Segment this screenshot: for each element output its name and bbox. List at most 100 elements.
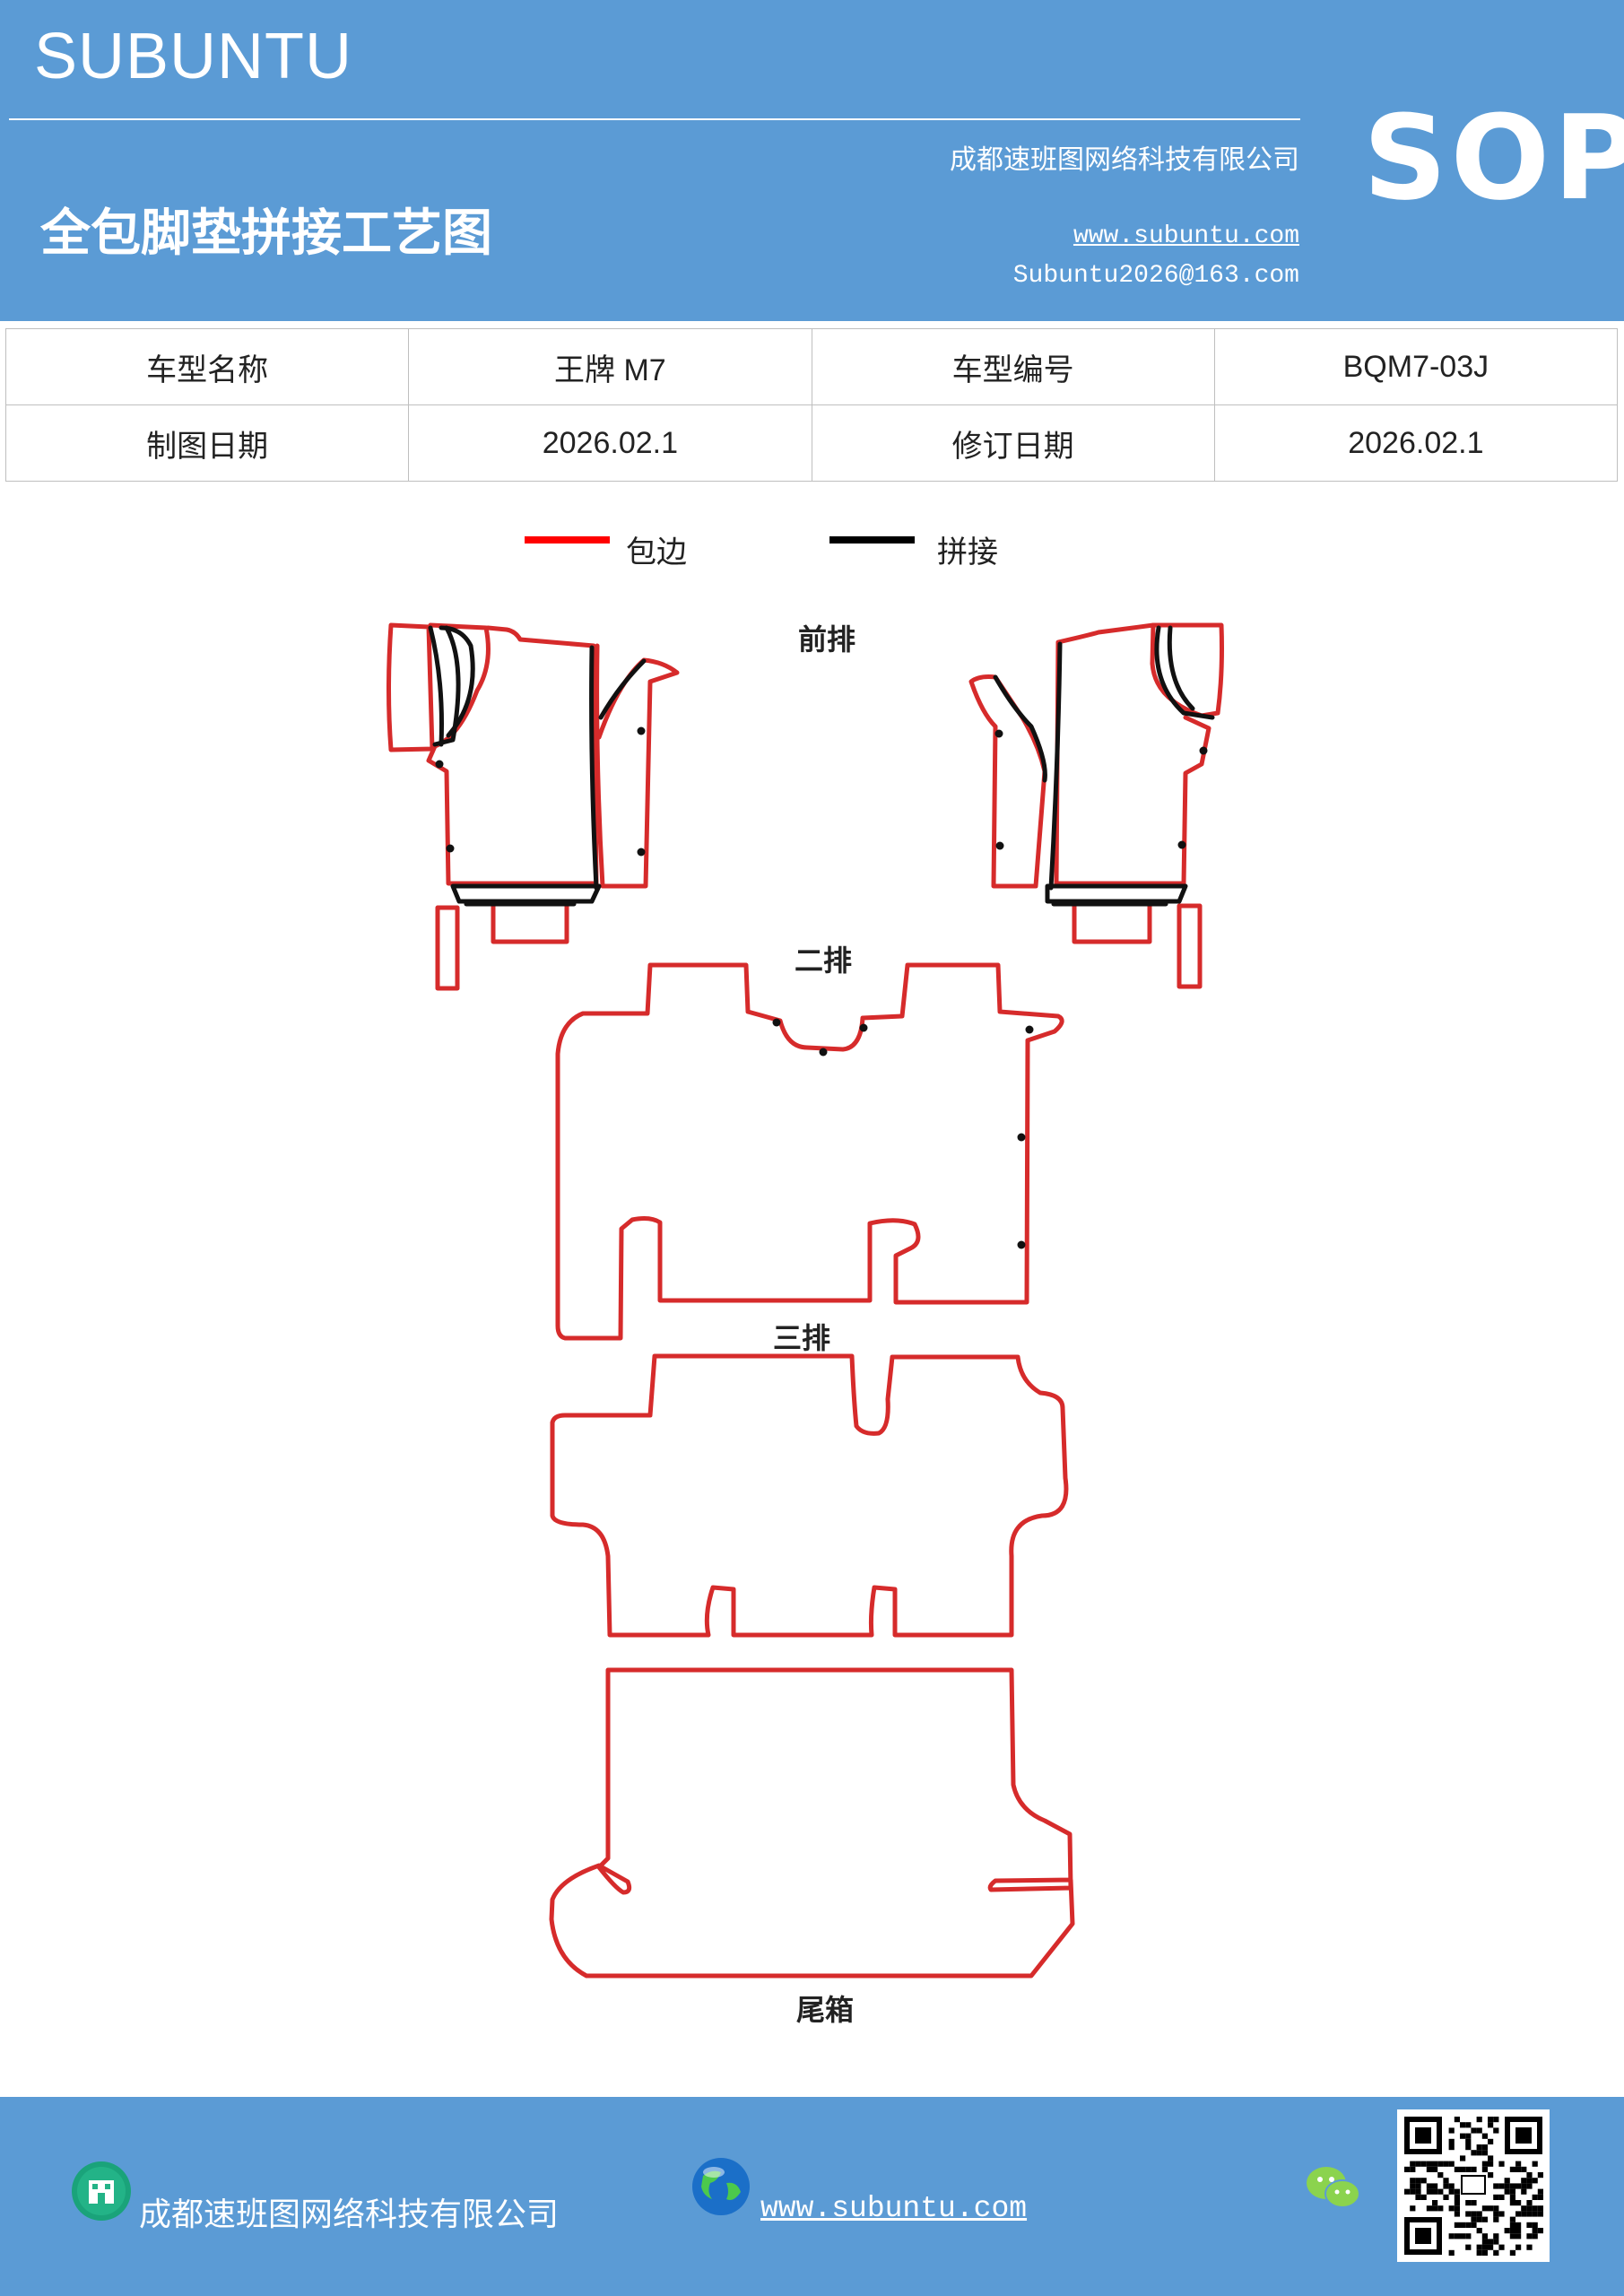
front-left-seam-1 (428, 625, 444, 747)
front-left-seam-4 (589, 645, 599, 891)
qr-module (1471, 2150, 1477, 2156)
qr-module (1509, 2222, 1515, 2228)
qr-module (1460, 2222, 1466, 2228)
qr-module (1515, 2228, 1522, 2234)
revise-date-label: 修订日期 (811, 404, 1215, 482)
seam-dot (1177, 840, 1186, 849)
qr-module (1488, 2117, 1494, 2123)
revise-date-value: 2026.02.1 (1213, 404, 1619, 482)
section-label-third: 三排 (773, 1321, 831, 1355)
qr-module (1481, 2133, 1488, 2139)
qr-module (1432, 2188, 1438, 2195)
qr-module (1448, 2138, 1455, 2144)
header-website-link[interactable]: www.subuntu.com (1073, 222, 1299, 250)
qr-module (1448, 2249, 1455, 2256)
qr-module (1509, 2200, 1515, 2206)
qr-module (1432, 2161, 1438, 2167)
qr-module (1493, 2205, 1499, 2212)
qr-module (1515, 2222, 1522, 2228)
legend-edge-label: 包边 (626, 535, 687, 570)
third-row-mat (550, 1353, 1069, 1638)
seam-dot (435, 760, 444, 769)
qr-module (1526, 2178, 1533, 2184)
front-right-sill-piece (1177, 903, 1203, 989)
qr-module (1420, 2161, 1427, 2167)
qr-module (1410, 2161, 1416, 2167)
qr-module (1526, 2205, 1533, 2212)
qr-module (1448, 2144, 1455, 2151)
section-label-second: 二排 (795, 944, 853, 978)
sop-badge: SOP (1363, 90, 1624, 226)
qr-module (1493, 2183, 1499, 2189)
qr-module (1437, 2188, 1444, 2195)
qr-module (1526, 2183, 1533, 2189)
qr-module (1515, 2161, 1522, 2167)
qr-module (1476, 2150, 1482, 2156)
vehicle-info-table: 车型名称 王牌 M7 车型编号 BQM7-03J 制图日期 2026.02.1 … (4, 328, 1619, 482)
qr-module (1476, 2249, 1482, 2256)
qr-module (1532, 2233, 1538, 2239)
qr-module (1481, 2249, 1488, 2256)
qr-module (1532, 2205, 1538, 2212)
qr-module (1460, 2233, 1466, 2239)
qr-module (1481, 2244, 1488, 2250)
front-right-strip-piece (968, 674, 1047, 889)
footer-website-link[interactable]: www.subuntu.com (760, 2192, 1028, 2225)
qr-module (1443, 2178, 1449, 2184)
qr-module (1410, 2183, 1416, 2189)
header-banner (0, 0, 1624, 321)
front-right-seam-4 (993, 674, 1047, 783)
qr-module (1460, 2133, 1466, 2139)
qr-module (1476, 2117, 1482, 2123)
qr-module (1476, 2211, 1482, 2217)
table-row: 制图日期 2026.02.1 修订日期 2026.02.1 (4, 404, 1619, 482)
qr-module (1509, 2233, 1515, 2239)
qr-module (1509, 2216, 1515, 2222)
qr-module (1504, 2188, 1510, 2195)
qr-module (1481, 2239, 1488, 2245)
seam-dot (772, 1018, 781, 1027)
legend-edge-swatch (525, 536, 610, 544)
qr-module (1443, 2161, 1449, 2167)
qr-module (1521, 2178, 1527, 2184)
qr-module (1471, 2200, 1477, 2206)
qr-module (1498, 2161, 1505, 2167)
qr-module (1532, 2228, 1538, 2234)
qr-module (1454, 2200, 1460, 2206)
qr-module (1465, 2244, 1472, 2250)
front-right-seam-3 (1048, 641, 1063, 891)
draw-date-value: 2026.02.1 (408, 404, 812, 482)
qr-module (1448, 2161, 1455, 2167)
front-right-seam-2 (1167, 625, 1195, 711)
seam-dot (819, 1048, 828, 1057)
qr-module (1488, 2244, 1494, 2250)
seam-dot (1017, 1133, 1026, 1142)
qr-module (1488, 2122, 1494, 2128)
section-label-trunk: 尾箱 (796, 1993, 855, 2027)
qr-module (1404, 2188, 1411, 2195)
qr-module (1504, 2183, 1510, 2189)
qr-module (1454, 2194, 1460, 2200)
qr-module (1426, 2205, 1432, 2212)
front-left-side-piece (386, 622, 435, 752)
qr-module (1476, 2144, 1482, 2151)
qr-module (1471, 2127, 1477, 2134)
qr-module (1465, 2233, 1472, 2239)
seam-dot (1017, 1240, 1026, 1249)
qr-module (1521, 2183, 1527, 2189)
qr-module (1493, 2211, 1499, 2217)
qr-module (1415, 2194, 1421, 2200)
qr-module (1488, 2155, 1494, 2161)
qr-module (1460, 2155, 1466, 2161)
qr-module (1426, 2188, 1432, 2195)
qr-module (1526, 2211, 1533, 2217)
qr-module (1509, 2249, 1515, 2256)
qr-module (1410, 2188, 1416, 2195)
qr-module (1410, 2166, 1416, 2172)
qr-module (1515, 2233, 1522, 2239)
qr-module (1521, 2188, 1527, 2195)
model-code-label: 车型编号 (811, 328, 1215, 405)
qr-module (1515, 2200, 1522, 2206)
qr-module (1471, 2216, 1477, 2222)
qr-module (1476, 2216, 1482, 2222)
